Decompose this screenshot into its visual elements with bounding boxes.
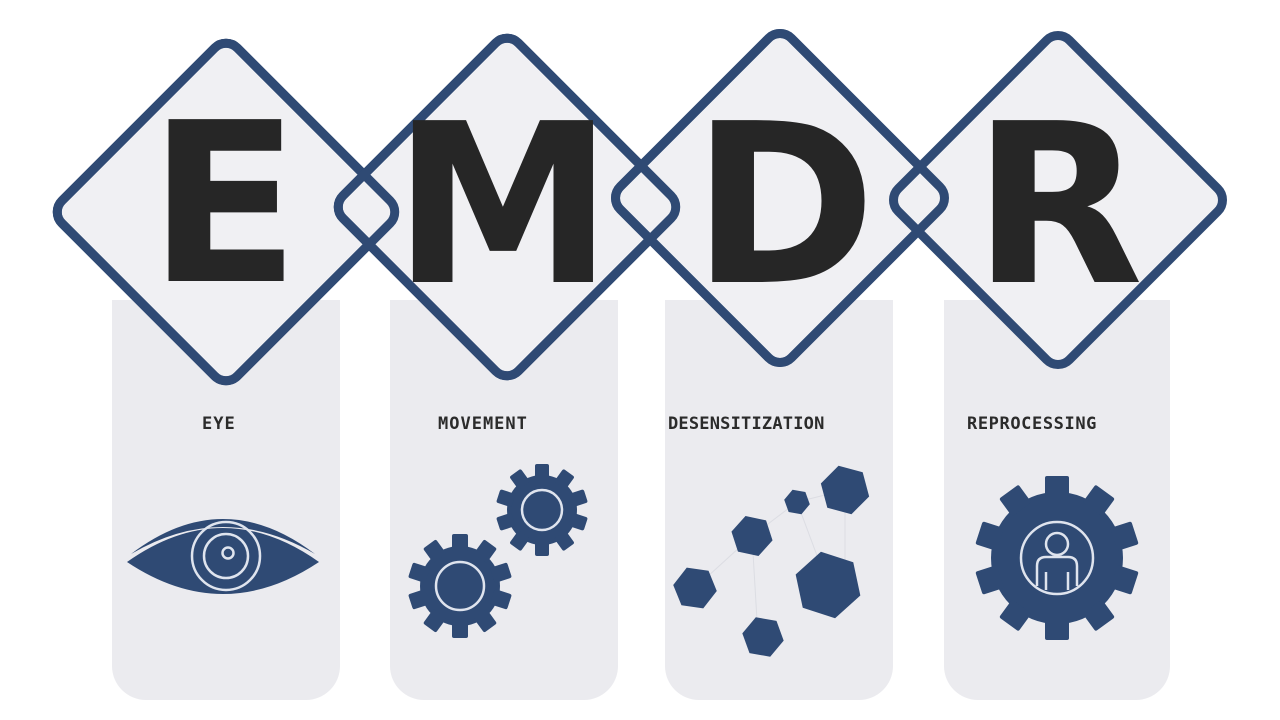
label-eye: EYE (202, 414, 236, 434)
letter-r: R (973, 77, 1144, 335)
hexagon (731, 516, 773, 556)
hexagon (820, 465, 870, 515)
label-desensitization: DESENSITIZATION (668, 414, 825, 434)
label-reprocessing: REPROCESSING (967, 414, 1098, 434)
diamond-crossings (52, 29, 949, 386)
gear-person-icon (975, 476, 1139, 640)
large-gear-icon (408, 534, 512, 638)
hexagon (742, 617, 784, 657)
diamond-r (889, 31, 1227, 369)
small-gear-icon (496, 464, 588, 556)
person-icon (1035, 531, 1079, 590)
letter-d: D (692, 77, 876, 335)
label-movement: MOVEMENT (438, 414, 528, 434)
hexagon (673, 567, 717, 609)
hexagon (795, 551, 861, 619)
eye-icon (127, 519, 319, 594)
letter-m: M (393, 77, 614, 335)
hexagons-icon (673, 465, 870, 657)
person-frame-circle (1019, 520, 1095, 596)
hexagon (784, 489, 810, 515)
gears-icon (408, 464, 588, 638)
letter-e: E (148, 76, 300, 334)
